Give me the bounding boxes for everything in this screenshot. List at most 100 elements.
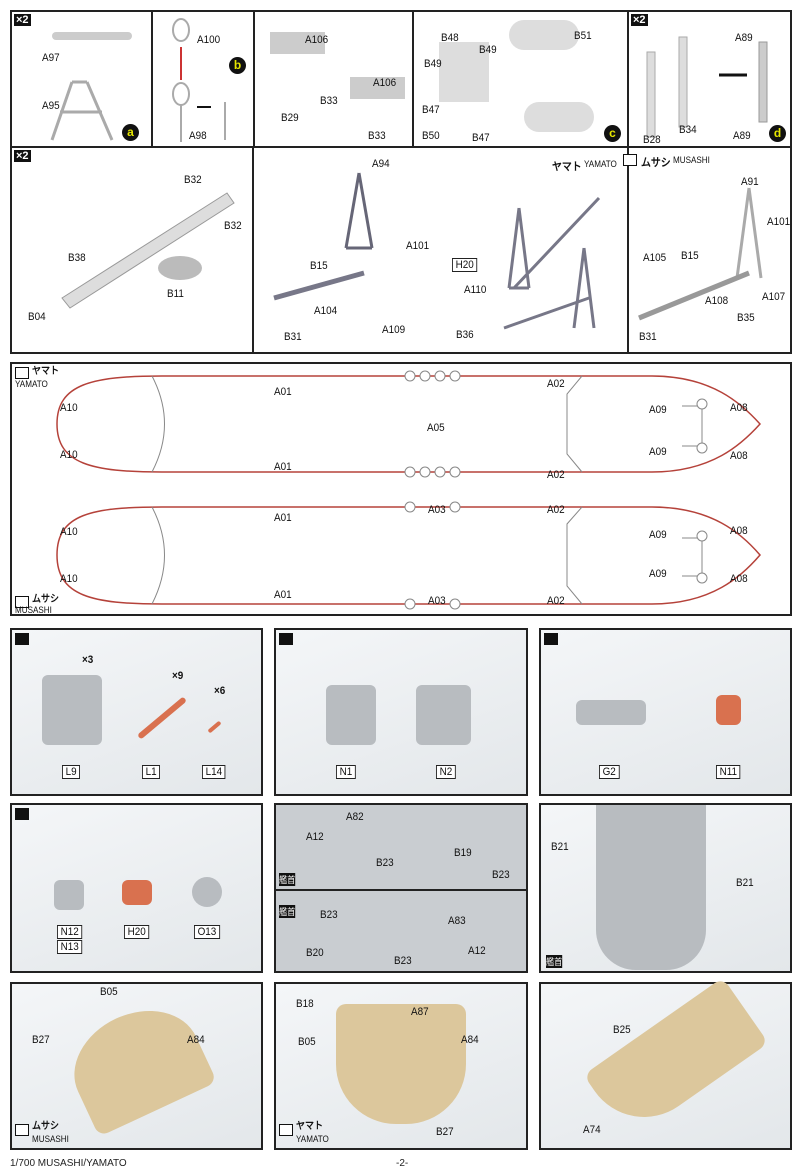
part-label: B23	[376, 857, 394, 869]
photo-icon	[15, 633, 29, 645]
part-label: A101	[767, 216, 791, 228]
part-label: H20	[124, 925, 150, 939]
part-illustration	[509, 20, 579, 50]
part-label: B49	[479, 44, 497, 56]
part-photo	[716, 695, 741, 725]
part-photo	[576, 700, 646, 725]
step-badge-c: c	[604, 125, 621, 142]
part-label: B32	[184, 174, 202, 186]
deck-photo	[56, 991, 218, 1137]
part-label: B36	[456, 329, 474, 341]
step-panel-railings: A106 A106 B33 B29 B33	[253, 10, 414, 148]
photo-icon	[279, 633, 293, 645]
tripod-illustration	[50, 80, 114, 141]
version-icon	[279, 1124, 293, 1136]
part-label: A10	[60, 449, 78, 461]
part-illustration	[52, 32, 132, 40]
part-label: B51	[574, 30, 592, 42]
part-photo	[122, 880, 152, 905]
part-label: B33	[368, 130, 386, 142]
part-label: B47	[472, 132, 490, 144]
part-label: A10	[60, 402, 78, 414]
part-label: B18	[296, 998, 314, 1010]
part-label: A12	[306, 831, 324, 843]
version-icon	[15, 1124, 29, 1136]
part-label: N13	[57, 940, 83, 954]
multiplier-badge: ×2	[14, 14, 31, 26]
hull-outline-diagram	[56, 370, 762, 610]
step-badge-a: a	[122, 124, 139, 141]
part-label: L9	[62, 765, 81, 779]
part-label: N1	[336, 765, 356, 779]
multiplier-label: ×3	[82, 654, 94, 666]
part-label: A87	[411, 1006, 429, 1018]
part-label: A101	[406, 240, 430, 252]
part-label: A09	[649, 446, 667, 458]
part-label: O13	[194, 925, 220, 939]
step-panel-b: A100 A98 b	[151, 10, 255, 148]
part-label: A10	[60, 573, 78, 585]
bow-direction-label: 艦首	[279, 873, 296, 886]
part-label: B05	[298, 1036, 316, 1048]
part-label: A01	[274, 386, 292, 398]
part-label: A09	[649, 568, 667, 580]
part-label: A107	[762, 291, 786, 303]
part-label: A82	[346, 811, 364, 823]
part-label: B27	[436, 1126, 454, 1138]
step-panel-crane-musashi: ムサシ MUSASHI A91 A101 A105 B15 A108 A107 …	[623, 146, 792, 354]
part-photo	[416, 685, 471, 745]
part-label: A84	[461, 1034, 479, 1046]
part-label: A74	[583, 1124, 601, 1136]
part-label: A100	[197, 34, 221, 46]
crane-illustration	[638, 187, 763, 321]
crane-illustration	[273, 172, 601, 330]
part-label: N12	[57, 925, 83, 939]
photo-panel-turrets: ×3 ×9 ×6 L9 L1 L14	[10, 628, 263, 796]
part-label: A08	[730, 573, 748, 585]
version-icon	[623, 154, 637, 166]
part-label: B23	[492, 869, 510, 881]
part-illustration	[439, 42, 489, 102]
part-label: L14	[202, 765, 226, 779]
step-panel-crane-boom: ×2 B32 B32 B38 B11 B04	[10, 146, 254, 354]
musashi-label: MUSASHI	[15, 605, 52, 615]
part-label: B35	[737, 312, 755, 324]
part-label: A108	[705, 295, 729, 307]
step-badge-b: b	[229, 57, 246, 74]
photo-panel-yamato-deck: B18 A87 B05 A84 B27 ヤマト YAMATO	[274, 982, 528, 1150]
part-label: A89	[733, 130, 751, 142]
yamato-label: YAMATO	[15, 379, 48, 389]
part-label: A08	[730, 450, 748, 462]
part-label: A08	[730, 402, 748, 414]
part-label: A106	[373, 77, 397, 89]
photo-panel-stern: B21 B21 艦首	[539, 803, 792, 973]
part-label: B21	[736, 877, 754, 889]
part-label: B31	[284, 331, 302, 343]
part-label: B27	[32, 1034, 50, 1046]
photo-panel-bow-deck: B25 A74	[539, 977, 792, 1150]
multiplier-label: ×9	[172, 670, 184, 682]
part-label: B11	[167, 288, 184, 300]
part-label: A95	[42, 100, 60, 112]
part-label: A91	[741, 176, 759, 188]
part-label: A12	[468, 945, 486, 957]
part-label: A03	[428, 504, 446, 516]
part-label: B20	[306, 947, 324, 959]
yamato-jp-label: ヤマト	[32, 366, 59, 377]
barrel-photo	[207, 720, 222, 734]
part-label: G2	[599, 765, 620, 779]
photo-panel-hull-side: A82 A12 B23 B19 B23 B23 A83 B20 B23 A12 …	[274, 803, 528, 973]
part-label: L1	[142, 765, 161, 779]
part-label: A09	[649, 529, 667, 541]
part-label: A83	[448, 915, 466, 927]
part-label: A110	[464, 284, 487, 296]
part-label: N11	[716, 765, 741, 779]
part-illustration	[270, 32, 325, 54]
part-label: B48	[441, 32, 459, 44]
part-photo	[326, 685, 376, 745]
yamato-label: YAMATO	[296, 1134, 329, 1144]
musashi-label: MUSASHI	[673, 155, 710, 165]
part-label: A89	[735, 32, 753, 44]
photo-panel-n-parts: N1 N2	[274, 628, 528, 796]
step-badge-d: d	[769, 125, 786, 142]
